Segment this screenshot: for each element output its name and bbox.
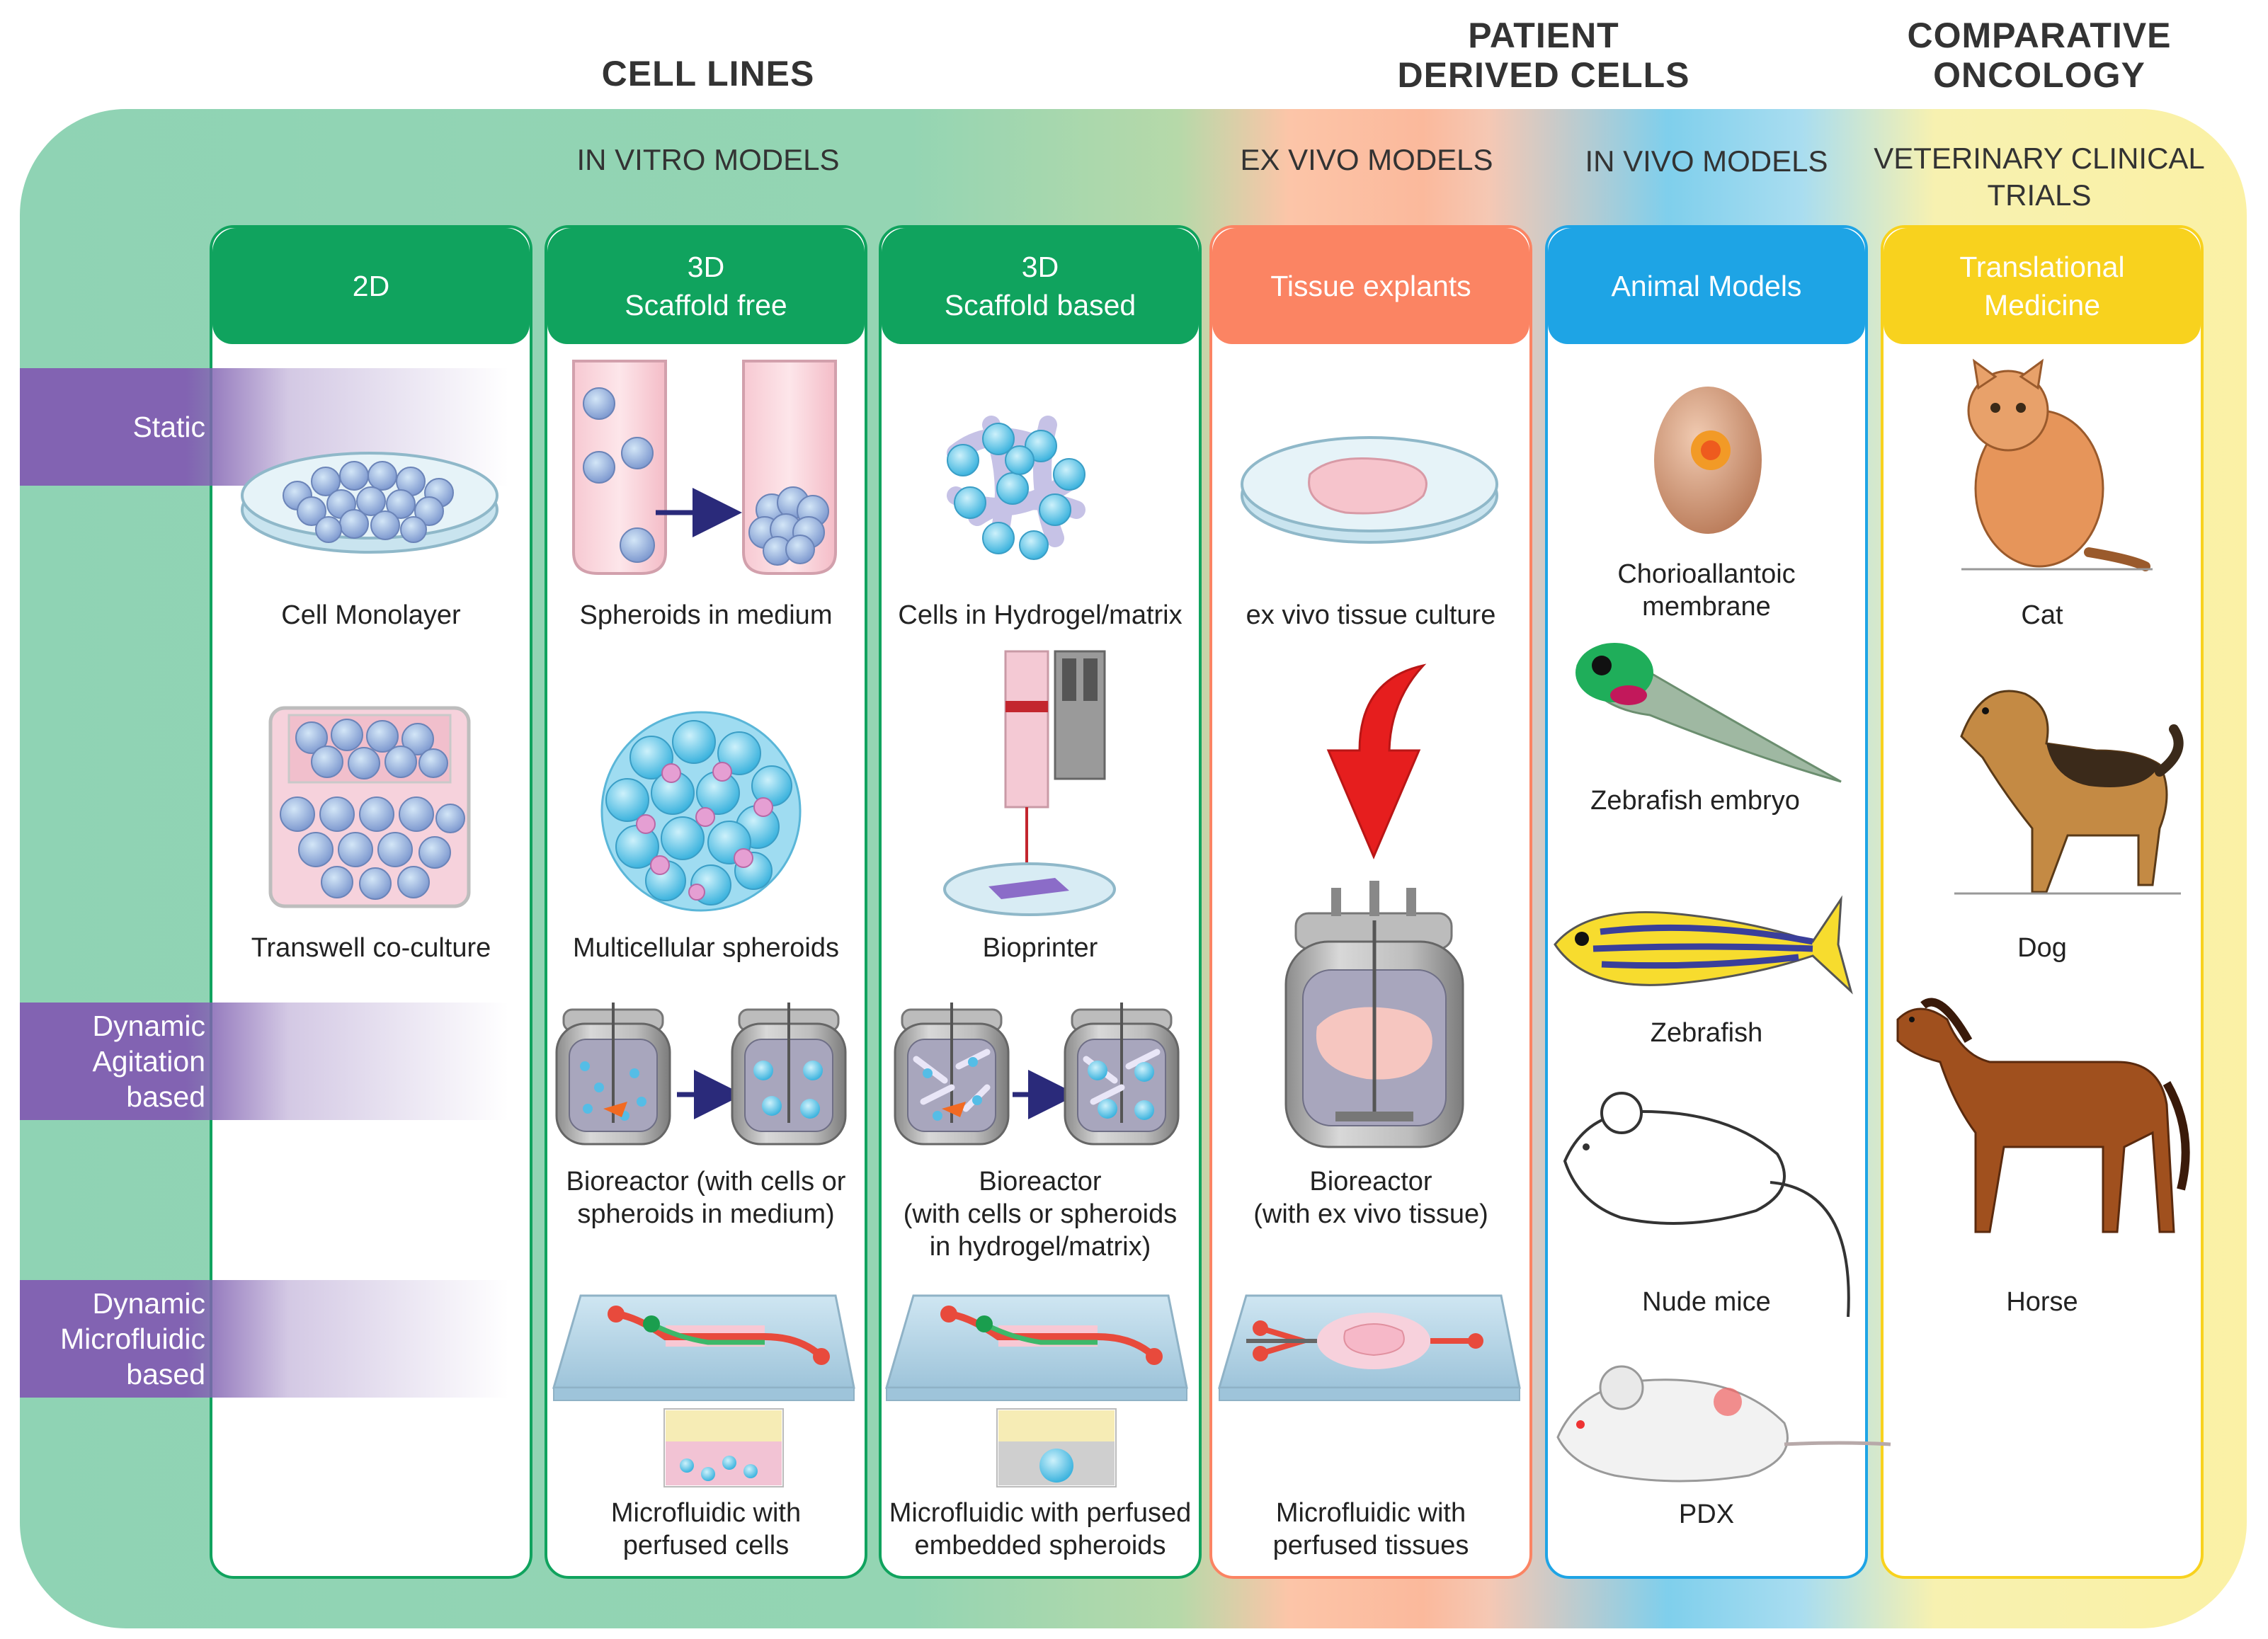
caption-bioreactor-hydrogel: Bioreactor (with cells or spheroids in h…	[903, 1167, 1178, 1262]
ex-vivo-bioreactor-icon	[1284, 881, 1464, 1148]
zebrafish-icon	[1554, 895, 1853, 995]
caption-zebrafish-embryo: Zebrafish embryo	[1590, 786, 1800, 816]
hydrogel-matrix-icon	[947, 416, 1085, 560]
pdx-mouse-icon	[1556, 1365, 1891, 1483]
column-title-2d: 2D	[212, 228, 530, 344]
caption-nude-mice: Nude mice	[1642, 1287, 1771, 1317]
egg-icon	[1654, 387, 1762, 534]
subheader-veterinary: VETERINARY CLINICAL TRIALS	[1874, 142, 2205, 212]
microfluidic-chip-tissues-icon	[1217, 1294, 1521, 1401]
cat-icon	[1961, 358, 2153, 571]
microfluidic-chip-spheroids-icon	[884, 1294, 1188, 1487]
caption-microfluidic-spheroids: Microfluidic with perfused embedded sphe…	[889, 1498, 1192, 1560]
caption-microfluidic-cells: Microfluidic with perfused cells	[610, 1498, 802, 1560]
bioprinter-icon	[943, 650, 1116, 916]
bioreactor-pair-scaffold-free-icon	[555, 1003, 847, 1146]
header-comparative-oncology: COMPARATIVE ONCOLOGY	[1907, 16, 2172, 95]
header-patient-derived: PATIENT DERIVED CELLS	[1397, 16, 1690, 95]
column-title-translational-medicine: Translational Medicine	[1884, 228, 2201, 344]
caption-pdx: PDX	[1678, 1500, 1735, 1529]
caption-tissue-culture: ex vivo tissue culture	[1246, 600, 1496, 630]
transwell-icon	[268, 706, 471, 908]
zebrafish-embryo-icon	[1575, 643, 1842, 783]
bioreactor-pair-scaffold-based-icon	[894, 1003, 1180, 1146]
caption-zebrafish: Zebrafish	[1650, 1018, 1763, 1048]
caption-bioprinter: Bioprinter	[982, 933, 1098, 963]
ex-vivo-dish-icon	[1241, 436, 1498, 544]
row-label-microfluidic: Dynamic Microfluidic based	[59, 1287, 205, 1390]
column-title-3d-scaffold-based: 3D Scaffold based	[882, 228, 1199, 344]
caption-cell-monolayer: Cell Monolayer	[281, 600, 461, 630]
caption-bioreactor-cells: Bioreactor (with cells or spheroids in m…	[566, 1167, 846, 1229]
spheroids-tubes-icon	[572, 360, 837, 575]
caption-dog: Dog	[2017, 933, 2067, 963]
subheader-ex-vivo: EX VIVO MODELS	[1240, 143, 1493, 176]
subheader-in-vitro: IN VITRO MODELS	[576, 143, 840, 176]
column-title-animal-models: Animal Models	[1548, 228, 1865, 344]
column-translational-medicine: Translational Medicine	[1881, 225, 2204, 1579]
horse-icon	[1896, 998, 2190, 1233]
column-title-tissue-explants: Tissue explants	[1212, 228, 1529, 344]
caption-cat: Cat	[2021, 600, 2063, 630]
multicellular-spheroid-icon	[600, 711, 802, 912]
column-title-3d-scaffold-free: 3D Scaffold free	[547, 228, 865, 344]
caption-bioreactor-tissue: Bioreactor (with ex vivo tissue)	[1253, 1167, 1488, 1229]
dog-icon	[1954, 690, 2184, 895]
microfluidic-chip-cells-icon	[552, 1294, 855, 1487]
nude-mouse-icon	[1563, 1092, 1850, 1318]
row-microfluidic: Dynamic Microfluidic based	[20, 1280, 508, 1398]
header-cell-lines: CELL LINES	[601, 54, 815, 93]
row-label-agitation: Dynamic Agitation based	[92, 1010, 205, 1113]
caption-cam: Chorioallantoic membrane	[1617, 559, 1796, 622]
caption-horse: Horse	[2006, 1287, 2078, 1317]
row-agitation: Dynamic Agitation based	[20, 1003, 508, 1120]
caption-multicellular: Multicellular spheroids	[573, 933, 839, 963]
petri-dish-monolayer-icon	[241, 452, 498, 554]
caption-spheroids-medium: Spheroids in medium	[579, 600, 833, 630]
caption-microfluidic-tissues: Microfluidic with perfused tissues	[1272, 1498, 1469, 1560]
caption-hydrogel: Cells in Hydrogel/matrix	[898, 600, 1183, 630]
row-label-static: Static	[132, 410, 205, 443]
subheader-in-vivo: IN VIVO MODELS	[1585, 144, 1828, 178]
red-curved-arrow-icon	[1326, 663, 1427, 860]
caption-transwell: Transwell co-culture	[251, 933, 491, 963]
